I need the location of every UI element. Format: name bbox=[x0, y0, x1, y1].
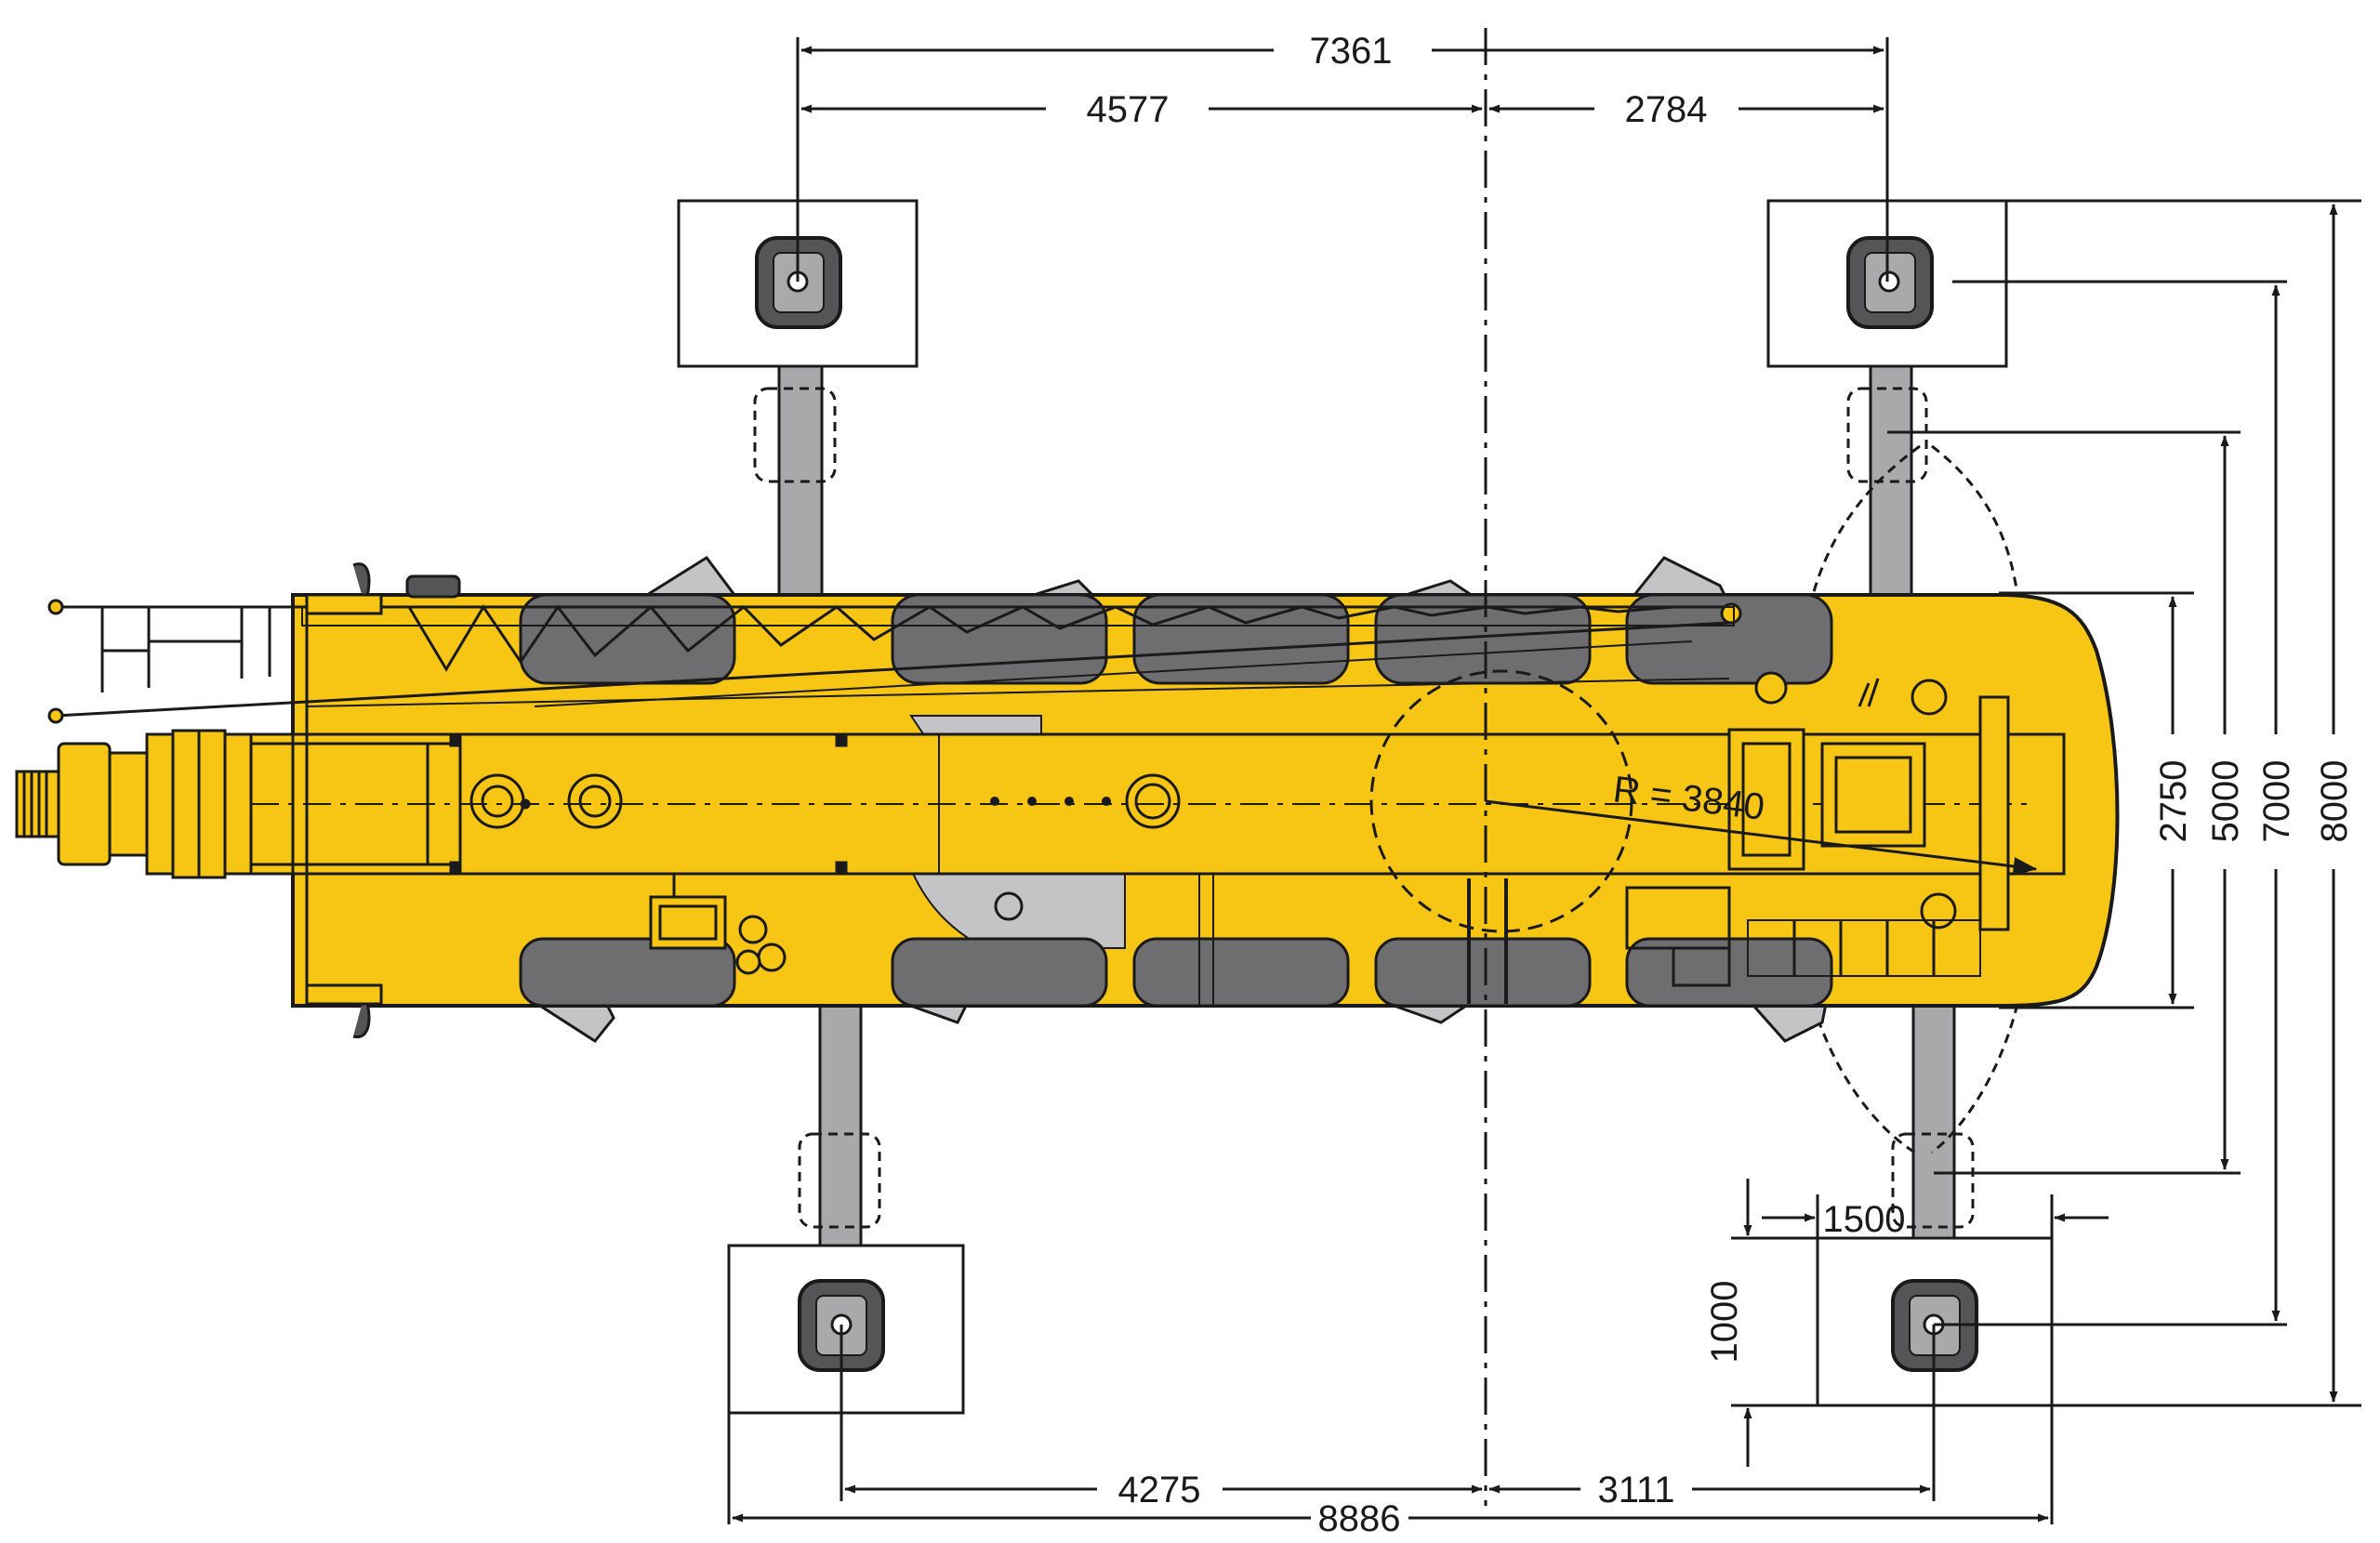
dim-right-2750: 2750 bbox=[2153, 596, 2194, 1005]
dim-label-7000: 7000 bbox=[2256, 760, 2297, 843]
dimension-lines bbox=[727, 37, 2361, 1524]
dim-label-pad-width: 1500 bbox=[1823, 1199, 1906, 1240]
dim-label-2750: 2750 bbox=[2153, 760, 2194, 843]
boom-head bbox=[15, 729, 253, 879]
dim-pad-width: 1500 bbox=[1762, 1194, 2109, 1240]
winch-mechanism bbox=[649, 874, 787, 975]
dim-top-total: 7361 bbox=[800, 31, 1884, 72]
dim-label-5000: 5000 bbox=[2205, 760, 2246, 843]
radius-indicator: R = 3840 bbox=[1485, 769, 2038, 876]
dim-label-8000: 8000 bbox=[2314, 760, 2355, 843]
superstructure-cab bbox=[1467, 671, 2010, 1004]
dim-pad-height: 1000 bbox=[1704, 1179, 1818, 1467]
carrier-body bbox=[15, 28, 2120, 1506]
dim-bottom-split: 4275 3111 bbox=[844, 1470, 1931, 1510]
lower-tires bbox=[519, 937, 1833, 1008]
dim-right-7000: 7000 bbox=[2256, 284, 2297, 1322]
boom-details bbox=[449, 734, 1181, 921]
dim-label-top-left: 4577 bbox=[1087, 89, 1170, 130]
dim-bottom-total: 8886 bbox=[732, 1498, 2049, 1539]
dim-label-pad-height: 1000 bbox=[1704, 1281, 1745, 1364]
tire-treads bbox=[524, 555, 1829, 1043]
dim-right-8000: 8000 bbox=[2314, 204, 2355, 1403]
retracted-outrigger-outlines bbox=[753, 387, 2019, 1229]
slewing-ring bbox=[1369, 669, 1633, 933]
dim-top-split: 4577 2784 bbox=[800, 89, 1884, 130]
front-frame bbox=[291, 562, 461, 1038]
dim-label-top-total: 7361 bbox=[1310, 31, 1393, 72]
dim-label-bottom-right: 3111 bbox=[1597, 1470, 1674, 1510]
dim-right-5000: 5000 bbox=[2205, 435, 2246, 1170]
handrails bbox=[306, 678, 1730, 1006]
pad-bottom-left bbox=[727, 1244, 965, 1415]
dim-label-top-right: 2784 bbox=[1625, 89, 1708, 130]
dim-label-bottom-left: 4275 bbox=[1118, 1470, 1201, 1510]
dim-label-bottom-total: 8886 bbox=[1318, 1498, 1401, 1538]
